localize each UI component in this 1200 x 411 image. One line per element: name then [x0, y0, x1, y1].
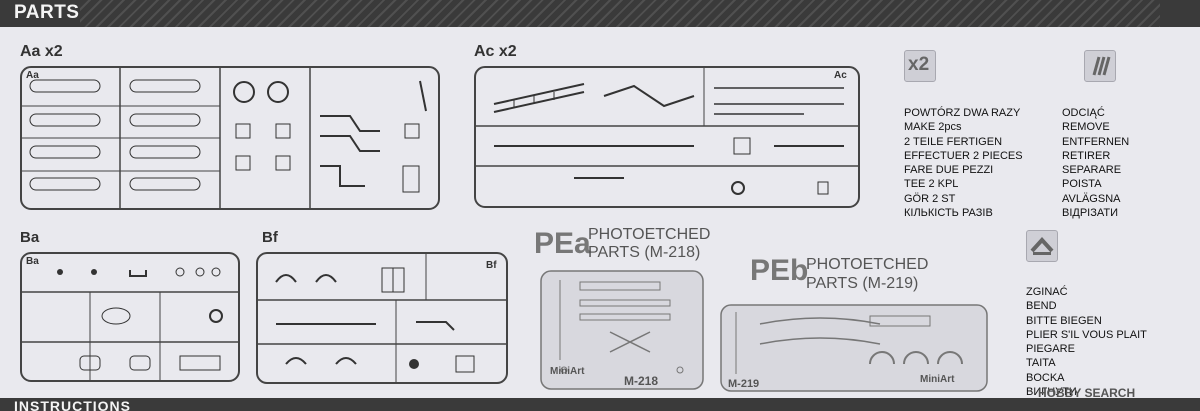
sprue-bf: Bf [256, 252, 508, 384]
sprue-ba-drawing [20, 252, 240, 382]
make-two-item: КІЛЬКІСТЬ РАЗІВ [904, 207, 993, 220]
make-two-item: TEE 2 KPL [904, 178, 959, 191]
peb-brand: MiniArt [920, 374, 955, 385]
peb-plate-label: M-219 [728, 378, 760, 390]
make-two-item: MAKE 2pcs [904, 121, 962, 134]
pea-plate: MiniArt M-218 [540, 270, 704, 390]
remove-item: ВІДРІЗАТИ [1062, 207, 1118, 220]
parts-title: PARTS [14, 2, 80, 23]
peb-plate: M-219 MiniArt [720, 304, 988, 392]
pea-plate-label: M-218 [624, 374, 659, 388]
instructions-title: INSTRUCTIONS [14, 398, 131, 411]
bend-icon [1026, 230, 1058, 262]
bend-item: BITTE BIEGEN [1026, 314, 1102, 327]
bend-item: PLIER S'IL VOUS PLAIT [1026, 328, 1147, 341]
watermark: HOBBY SEARCH [1038, 386, 1136, 400]
bend-item: ZGINAĆ [1026, 286, 1068, 298]
remove-item: SEPARARE [1062, 164, 1122, 177]
parts-header-bar: PARTS [0, 0, 1200, 27]
sprue-ac-drawing [474, 66, 860, 208]
sprue-ac-tag: Ac [834, 70, 847, 81]
cutter-icon [1092, 56, 1111, 76]
bend-item: TAITA [1026, 357, 1056, 370]
pea-line1: PHOTOETCHED [588, 226, 711, 243]
make-two-list: POWTÓRZ DWA RAZY MAKE 2pcs 2 TEILE FERTI… [904, 106, 1023, 220]
make-two-item: EFFECTUER 2 PIECES [904, 149, 1023, 162]
x2-text: x2 [908, 54, 930, 75]
remove-item: POISTA [1062, 178, 1102, 191]
sprue-aa-drawing [20, 66, 440, 210]
sprue-ba-label: Ba [20, 229, 40, 246]
pea-code: PEa [534, 227, 591, 260]
bend-list: ZGINAĆ BEND BITTE BIEGEN PLIER S'IL VOUS… [1026, 285, 1147, 399]
make-two-item: 2 TEILE FERTIGEN [904, 135, 1003, 148]
make-two-item: FARE DUE PEZZI [904, 164, 994, 177]
sprue-ba: Ba [20, 252, 240, 382]
header-hatch [80, 0, 1160, 27]
remove-item: ENTFERNEN [1062, 135, 1130, 148]
pea-plate-drawing [540, 270, 704, 390]
sprue-bf-drawing [256, 252, 508, 384]
remove-item: RETIRER [1062, 149, 1111, 162]
bend-item: BOCKA [1026, 371, 1065, 384]
sprue-aa-label: Aa x2 [20, 43, 63, 60]
sprue-bf-label: Bf [262, 229, 278, 246]
remove-item: ODCIĄĆ [1062, 107, 1105, 119]
bend-arrow-icon [1030, 237, 1054, 255]
remove-item: AVLÄGSNA [1062, 192, 1121, 205]
bend-item: BEND [1026, 300, 1057, 313]
make-two-item: GÖR 2 ST [904, 192, 956, 205]
sprue-ac: Ac [474, 66, 860, 208]
make-two-item: POWTÓRZ DWA RAZY [904, 107, 1021, 119]
peb-plate-drawing [720, 304, 988, 392]
bend-item: ВИГНУТИ [1026, 386, 1077, 399]
make-two-icon: x2 [904, 50, 936, 82]
peb-line2: PARTS (M-219) [806, 275, 919, 292]
sprue-aa: Aa [20, 66, 440, 210]
bend-item: PIEGARE [1026, 343, 1075, 356]
sprue-ac-label: Ac x2 [474, 43, 517, 60]
instructions-bar: INSTRUCTIONS [0, 398, 1200, 411]
pea-brand: MiniArt [550, 366, 585, 377]
sprue-aa-tag: Aa [26, 70, 39, 81]
remove-list: ODCIĄĆ REMOVE ENTFERNEN RETIRER SEPARARE… [1062, 106, 1129, 220]
peb-code: PEb [750, 254, 809, 287]
sprue-ba-tag: Ba [26, 256, 39, 267]
remove-icon [1084, 50, 1116, 82]
peb-line1: PHOTOETCHED [806, 256, 929, 273]
sprue-bf-tag: Bf [486, 260, 497, 271]
pea-line2: PARTS (M-218) [588, 244, 701, 261]
remove-item: REMOVE [1062, 121, 1110, 134]
